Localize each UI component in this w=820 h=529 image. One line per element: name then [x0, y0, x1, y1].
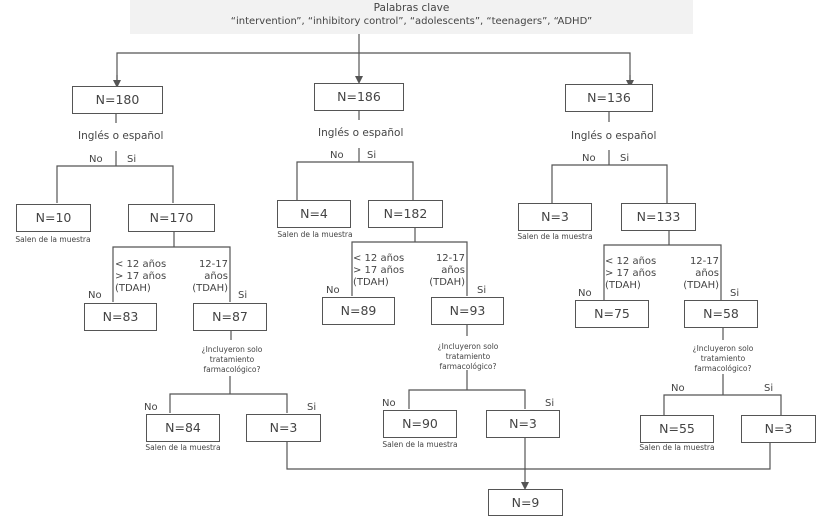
age-in-criterion-1: 12-17 años (TDAH)	[192, 259, 228, 294]
label-yes: Si	[545, 398, 555, 409]
node-initial-1: N=180	[72, 86, 163, 114]
header-title: Palabras clave	[373, 2, 450, 14]
node-initial-3: N=136	[565, 84, 653, 112]
label-yes: Si	[238, 290, 248, 301]
language-criterion-2: Inglés o español	[318, 127, 404, 139]
label-no: No	[144, 402, 158, 413]
node-pharma-no-1: N=84	[146, 414, 220, 442]
node-pharma-yes-2: N=3	[486, 410, 560, 438]
excluded-note: Salen de la muestra	[277, 230, 353, 239]
node-age-yes-3: N=58	[684, 300, 758, 328]
excluded-note: Salen de la muestra	[639, 443, 715, 452]
label-no: No	[578, 288, 592, 299]
label-yes: Si	[764, 383, 774, 394]
node-pharma-yes-1: N=3	[246, 414, 321, 442]
label-no: No	[89, 154, 103, 165]
node-pharma-no-2: N=90	[383, 410, 457, 438]
label-no: No	[88, 290, 102, 301]
label-yes: Si	[367, 150, 377, 161]
age-in-criterion-2: 12-17 años (TDAH)	[429, 253, 465, 288]
label-yes: Si	[730, 288, 740, 299]
node-initial-2: N=186	[314, 83, 404, 111]
node-age-yes-2: N=93	[431, 297, 504, 325]
node-age-no-2: N=89	[322, 297, 395, 325]
age-in-criterion-3: 12-17 años (TDAH)	[683, 256, 719, 291]
label-no: No	[671, 383, 685, 394]
excluded-note: Salen de la muestra	[15, 235, 91, 244]
node-age-no-3: N=75	[575, 300, 649, 328]
excluded-note: Salen de la muestra	[145, 443, 221, 452]
pharma-question-1: ¿Incluyeron solo tratamiento farmacológi…	[201, 345, 263, 374]
node-lang-yes-3: N=133	[621, 203, 696, 231]
label-no: No	[326, 285, 340, 296]
label-no: No	[582, 153, 596, 164]
label-yes: Si	[477, 285, 487, 296]
keywords-header: Palabras clave “intervention”, “inhibito…	[130, 0, 693, 34]
pharma-question-3: ¿Incluyeron solo tratamiento farmacológi…	[692, 344, 754, 373]
node-lang-no-2: N=4	[277, 200, 351, 228]
node-lang-no-3: N=3	[518, 203, 592, 231]
excluded-note: Salen de la muestra	[382, 440, 458, 449]
label-no: No	[330, 150, 344, 161]
age-out-criterion-2: < 12 años > 17 años (TDAH)	[353, 253, 405, 288]
language-criterion-3: Inglés o español	[571, 130, 657, 142]
node-age-yes-1: N=87	[193, 303, 267, 331]
node-lang-yes-1: N=170	[128, 204, 215, 232]
pharma-question-2: ¿Incluyeron solo tratamiento farmacológi…	[437, 342, 499, 371]
label-yes: Si	[127, 154, 137, 165]
excluded-note: Salen de la muestra	[517, 232, 593, 241]
connector	[116, 52, 631, 81]
node-lang-yes-2: N=182	[368, 200, 443, 228]
age-out-criterion-3: < 12 años > 17 años (TDAH)	[605, 256, 657, 291]
node-pharma-yes-3: N=3	[741, 415, 816, 443]
age-out-criterion-1: < 12 años > 17 años (TDAH)	[115, 259, 167, 294]
label-no: No	[382, 398, 396, 409]
node-pharma-no-3: N=55	[640, 415, 714, 443]
header-keywords: “intervention”, “inhibitory control”, “a…	[230, 16, 593, 27]
node-final: N=9	[488, 489, 563, 516]
node-lang-no-1: N=10	[16, 204, 91, 232]
node-age-no-1: N=83	[84, 303, 157, 331]
label-yes: Si	[307, 402, 317, 413]
language-criterion-1: Inglés o español	[78, 130, 164, 142]
label-yes: Si	[620, 153, 630, 164]
